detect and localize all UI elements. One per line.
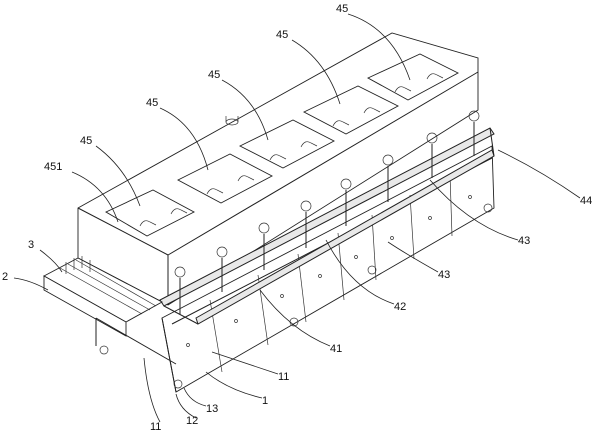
lift-cylinders [174,110,480,314]
caster-icon [173,379,183,389]
lid-3 [238,119,335,169]
label-42: 42 [394,301,406,313]
cylinder [174,266,186,314]
handle-icon [139,220,157,227]
cylinder [382,154,394,202]
label-45: 45 [208,69,220,81]
lid-1 [105,189,195,237]
cylinder [300,200,312,248]
top-rail [159,127,495,325]
caster-icon [99,345,109,355]
handle-icon [363,107,381,114]
handle-icon [394,86,412,93]
label-41: 41 [330,343,342,355]
label-13: 13 [206,403,218,415]
handle-icon [300,141,318,148]
leader-lines [13,13,581,423]
cylinder [468,110,480,156]
lid-2 [177,153,273,204]
handle-icon [237,175,255,182]
label-43: 43 [518,235,530,247]
cylinder [426,132,438,178]
label-45: 45 [146,97,158,109]
label-1: 1 [262,395,268,407]
cylinder [216,246,228,292]
label-45: 45 [336,3,348,15]
handle-icon [170,208,188,215]
handle-icon [426,73,444,80]
lids [105,53,459,237]
label-3: 3 [28,239,34,251]
label-451: 451 [44,161,62,173]
label-44: 44 [580,195,592,207]
reference-numerals: 45 45 45 45 45 451 3 2 44 43 43 42 41 11… [2,3,592,433]
label-11: 11 [150,421,161,432]
lid-4 [302,85,399,135]
base-frame [95,203,493,389]
label-11: 11 [278,371,289,383]
handle-icon [332,120,350,127]
caster-icon [367,265,377,275]
label-43: 43 [438,269,450,281]
label-45: 45 [80,135,92,147]
caster-icon [483,203,493,213]
label-2: 2 [2,271,8,283]
cylinder [258,222,270,270]
handle-icon [269,154,287,161]
handle-icon [206,188,224,195]
label-12: 12 [186,415,198,427]
cylinder [340,178,352,226]
label-45: 45 [276,29,288,41]
feed-tray [43,256,163,337]
